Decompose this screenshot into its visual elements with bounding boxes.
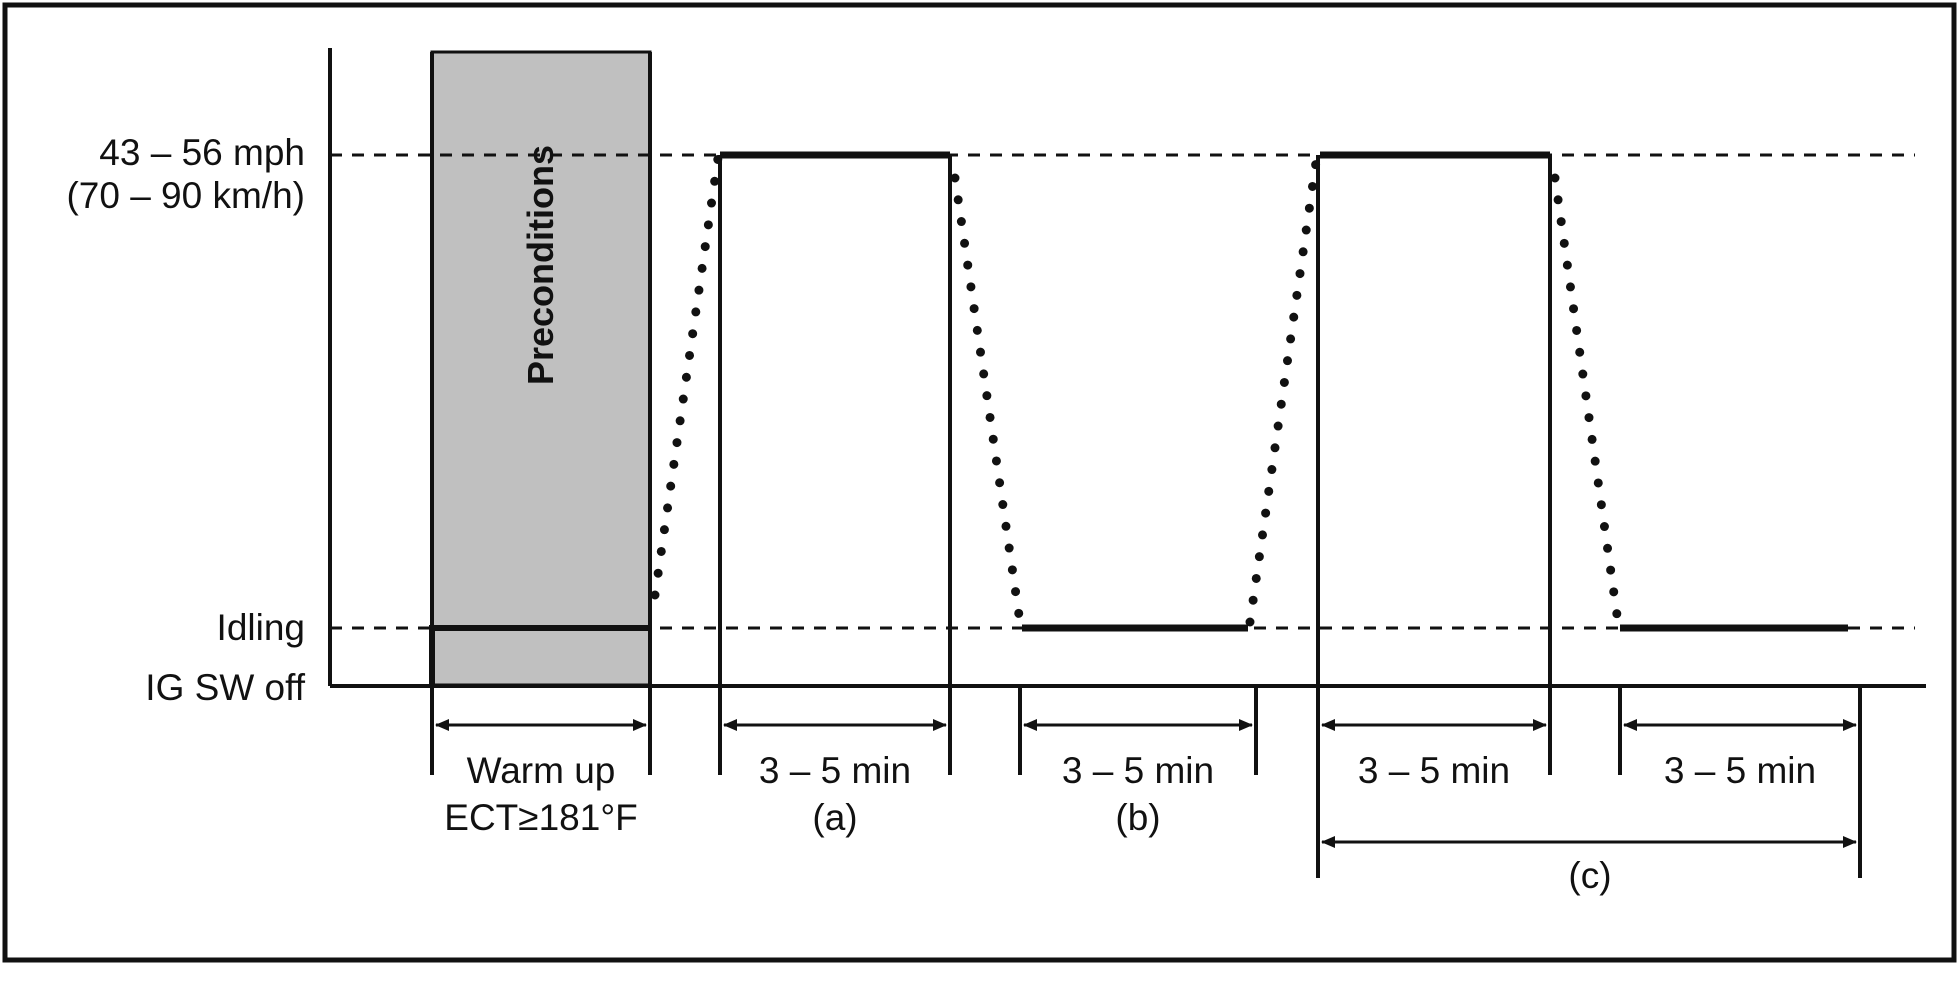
speed-label-mph: 43 – 56 mph (99, 132, 305, 173)
accel-ramp-2 (1245, 157, 1321, 627)
decel-ramp-1 (950, 173, 1025, 627)
preconditions-label: Preconditions (520, 145, 561, 385)
segment-warmup-line2: ECT≥181°F (444, 797, 637, 838)
segment-a-label: (a) (812, 797, 857, 838)
ig-sw-off-label: IG SW off (145, 667, 305, 708)
segment-b-label: (b) (1115, 797, 1160, 838)
segment-c2-duration: 3 – 5 min (1664, 750, 1816, 791)
segment-c1-duration: 3 – 5 min (1358, 750, 1510, 791)
segment-b-duration: 3 – 5 min (1062, 750, 1214, 791)
segment-c-label: (c) (1568, 855, 1611, 896)
decel-ramp-2 (1550, 173, 1623, 627)
diagram-border (2, 2, 1957, 963)
preconditions-area (430, 50, 652, 687)
segment-a-duration: 3 – 5 min (759, 750, 911, 791)
segment-warmup-line1: Warm up (467, 750, 616, 791)
idling-label: Idling (217, 607, 305, 648)
accel-ramp-1 (650, 153, 723, 600)
speed-label-kmh: (70 – 90 km/h) (66, 175, 305, 216)
